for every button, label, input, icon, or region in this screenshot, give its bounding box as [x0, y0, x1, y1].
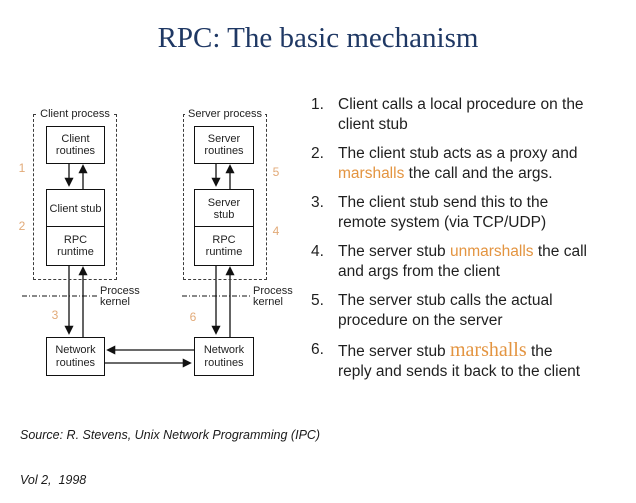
step-3-text: The client stub send this to the remote … — [338, 194, 549, 231]
server-routines-box: Server routines — [194, 126, 254, 164]
diagram-step-number-5: 5 — [272, 165, 280, 179]
step-4-number: 4. — [311, 243, 324, 260]
step-4-text: The server stub — [338, 243, 450, 260]
client-process-boundary: Client process — [33, 108, 117, 280]
step-2-number: 2. — [311, 145, 324, 162]
server-network-routines-box: Network routines — [194, 337, 254, 376]
rpc-step-3: 3. The client stub send this to the remo… — [308, 193, 630, 233]
step-6-accent: marshalls — [450, 339, 527, 361]
rpc-step-6: 6. The server stub marshalls the reply a… — [308, 340, 630, 382]
source-citation: Source: R. Stevens, Unix Network Program… — [20, 398, 320, 503]
diagram-step-number-1: 1 — [18, 161, 26, 175]
client-network-routines-box: Network routines — [46, 337, 105, 376]
step-1-number: 1. — [311, 96, 324, 113]
rpc-step-5: 5. The server stub calls the actual proc… — [308, 291, 630, 331]
step-2-text: The client stub acts as a proxy and — [338, 145, 578, 162]
step-1-text: Client calls a local procedure on the cl… — [338, 96, 584, 133]
client-routines-box: Client routines — [46, 126, 105, 164]
rpc-diagram: Client process Server process Client rou… — [0, 95, 310, 400]
rpc-step-2: 2. The client stub acts as a proxy and m… — [308, 144, 630, 184]
kernel-label-left: Process kernel — [100, 285, 140, 308]
rpc-step-1: 1. Client calls a local procedure on the… — [308, 95, 630, 135]
rpc-step-list: 1. Client calls a local procedure on the… — [308, 95, 630, 391]
step-4-accent: unmarshalls — [450, 243, 534, 260]
step-5-number: 5. — [311, 292, 324, 309]
rpc-step-4: 4. The server stub unmarshalls the call … — [308, 242, 630, 282]
step-6-text: The server stub — [338, 343, 450, 360]
step-5-text: The server stub calls the actual procedu… — [338, 292, 553, 329]
server-rpc-runtime-box: RPC runtime — [194, 226, 254, 266]
step-6-number: 6. — [311, 341, 324, 358]
step-3-number: 3. — [311, 194, 324, 211]
client-stub-box: Client stub — [46, 189, 105, 229]
diagram-step-number-4: 4 — [272, 224, 280, 238]
source-line-1: Source: R. Stevens, Unix Network Program… — [20, 428, 321, 442]
server-process-label: Server process — [185, 108, 265, 120]
source-line-2: Vol 2, 1998 — [20, 473, 87, 487]
client-process-label: Client process — [37, 108, 113, 120]
page-title: RPC: The basic mechanism — [157, 22, 479, 54]
diagram-arrows-layer — [22, 162, 250, 368]
kernel-label-right: Process kernel — [253, 285, 293, 308]
client-rpc-runtime-box: RPC runtime — [46, 226, 105, 266]
diagram-step-number-6: 6 — [189, 310, 197, 324]
step-2-accent: marshalls — [338, 165, 405, 182]
server-stub-box: Server stub — [194, 189, 254, 229]
server-process-boundary: Server process — [183, 108, 267, 280]
diagram-step-number-2: 2 — [18, 219, 26, 233]
diagram-step-number-3: 3 — [51, 308, 59, 322]
